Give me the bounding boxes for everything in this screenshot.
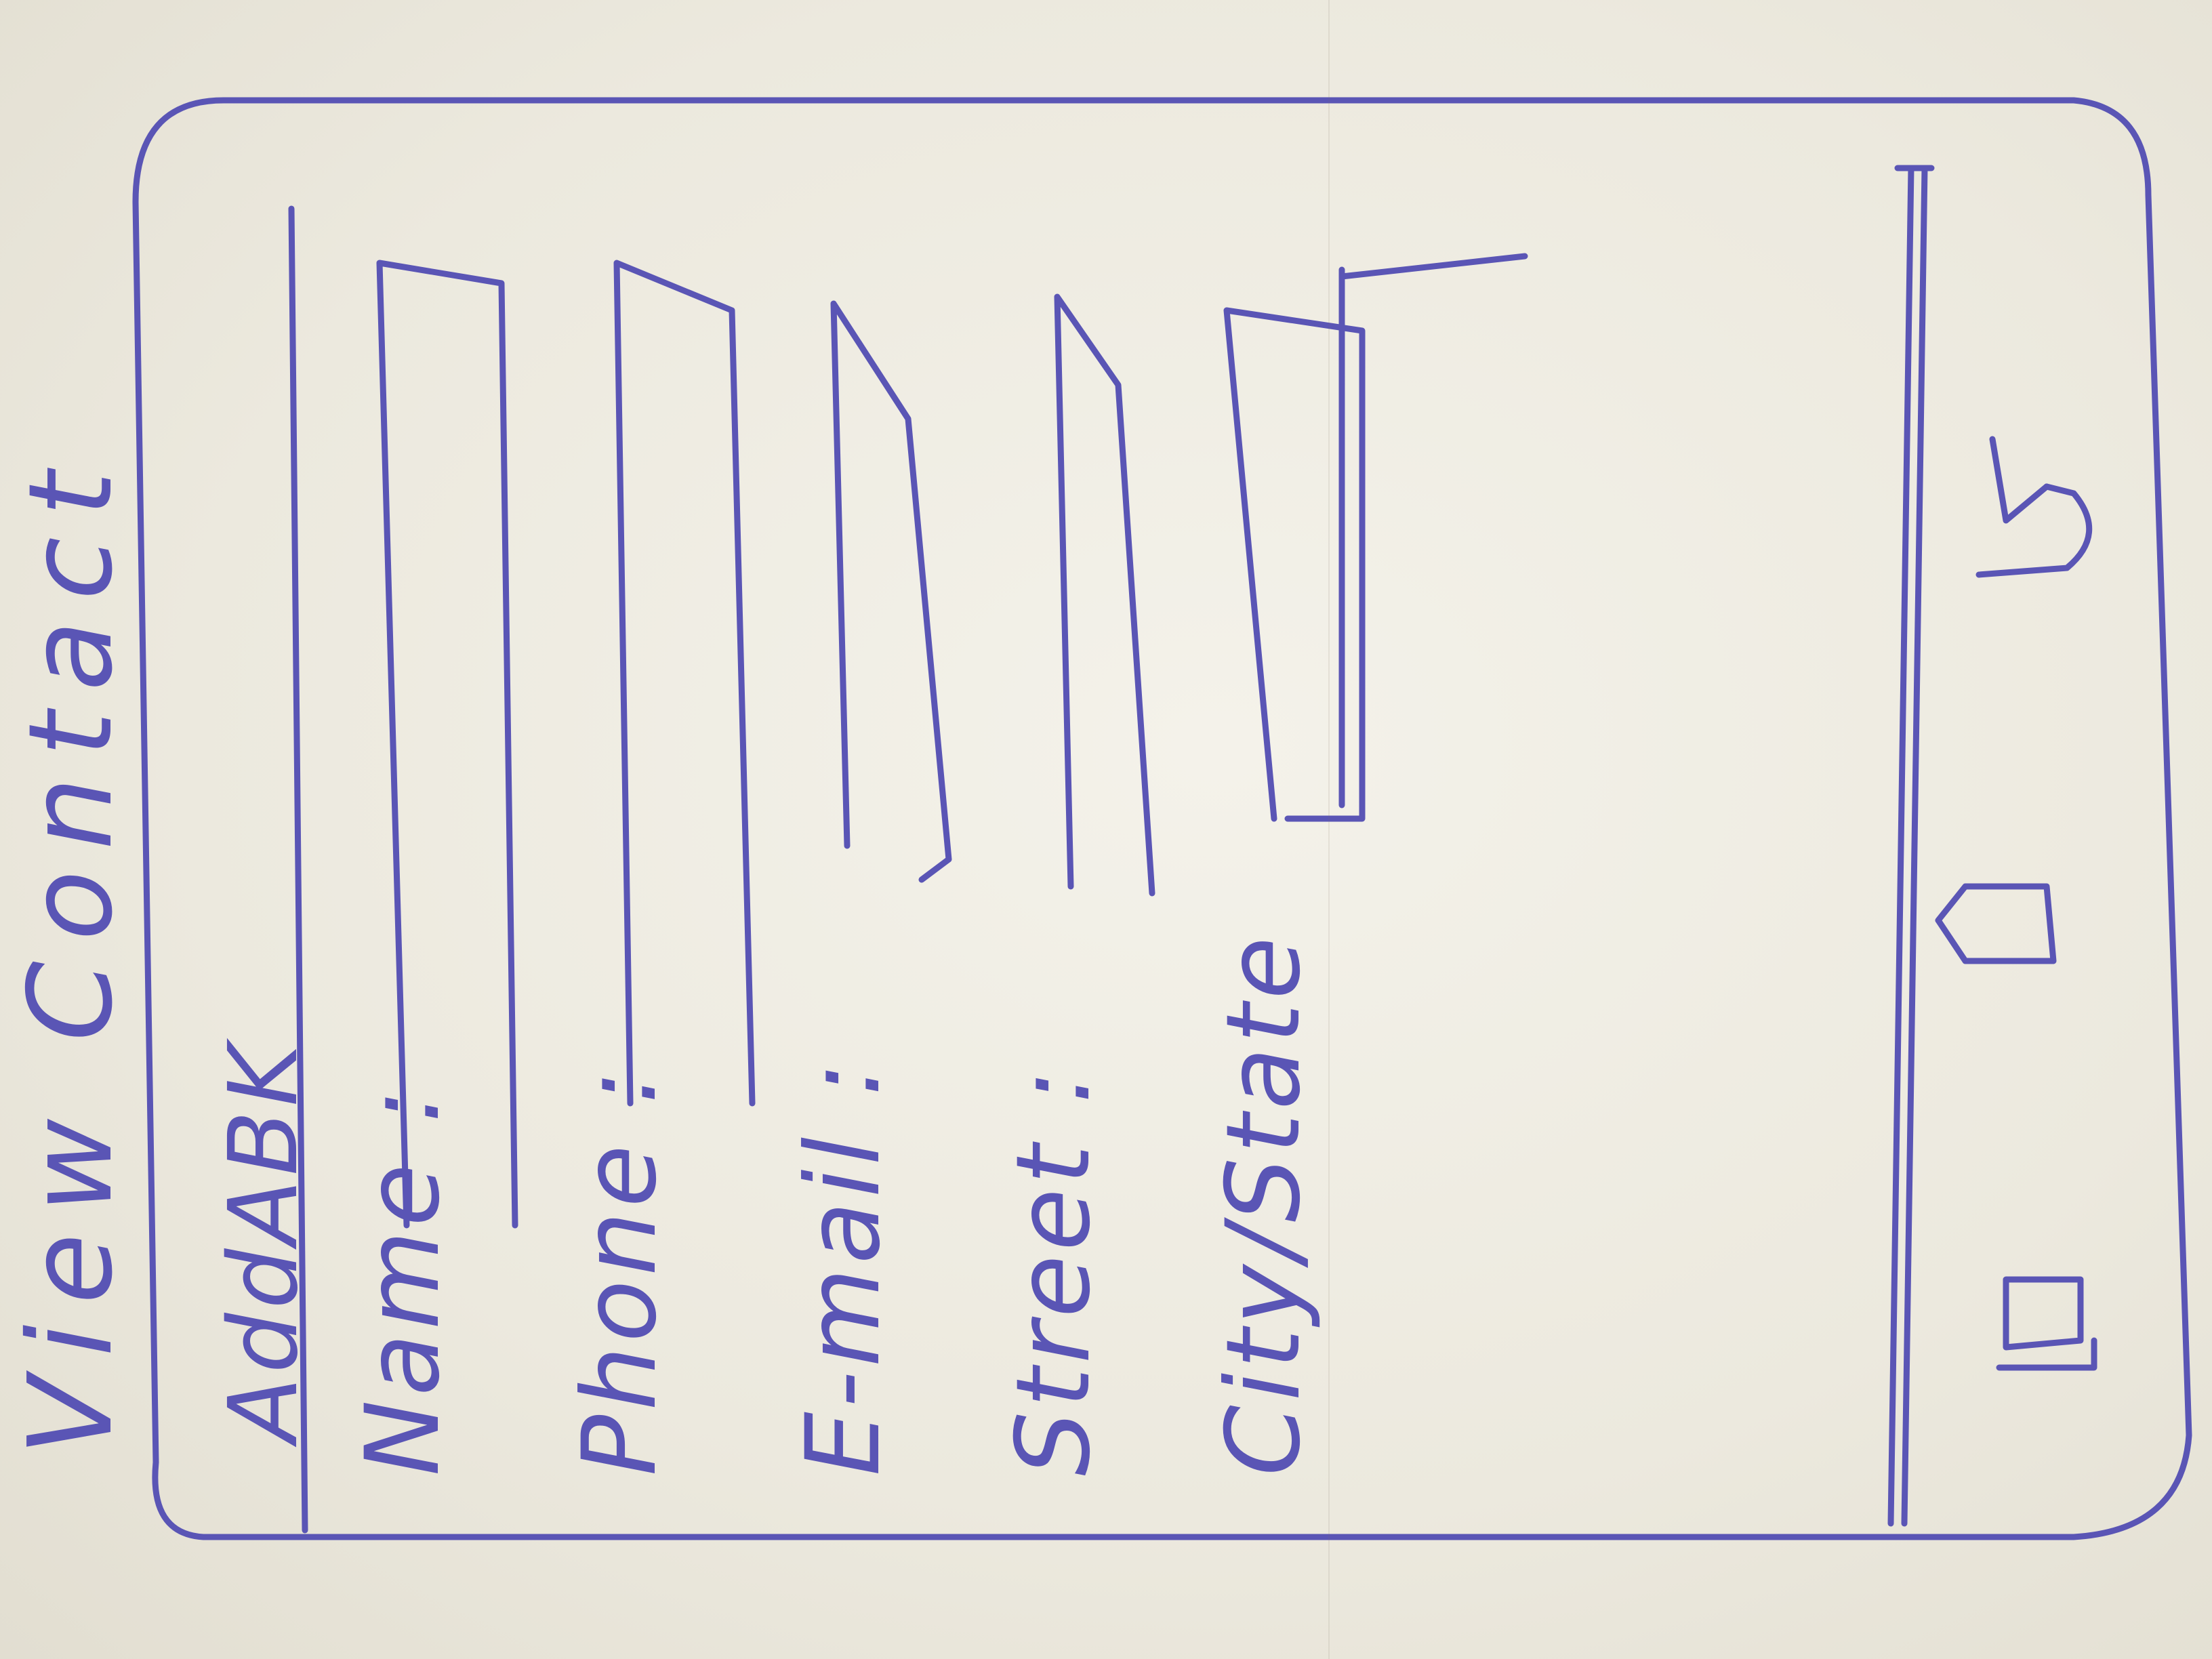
name-label: Name : <box>344 1085 462 1476</box>
email-field-box <box>830 300 952 883</box>
back-icon <box>1975 436 2093 578</box>
street-label: Street : <box>995 1065 1113 1476</box>
header-divider <box>288 205 308 1534</box>
phone-field-box <box>613 260 756 1107</box>
phone-frame <box>132 97 2192 1540</box>
home-icon <box>1935 883 2057 964</box>
city-state-label: City/State <box>1205 933 1323 1476</box>
name-field-box <box>376 260 518 1229</box>
street-field-box <box>1054 293 1155 897</box>
sketch-line-2 <box>1338 253 1528 280</box>
phone-label: Phone : <box>561 1066 679 1476</box>
nav-divider <box>1887 165 1914 1527</box>
page-title: View Contact <box>4 451 138 1456</box>
email-label: E-mail : <box>785 1058 903 1476</box>
city-field-box <box>1223 307 1366 822</box>
app-title: AddABK <box>209 1040 319 1442</box>
recent-apps-icon <box>1996 1276 2097 1371</box>
